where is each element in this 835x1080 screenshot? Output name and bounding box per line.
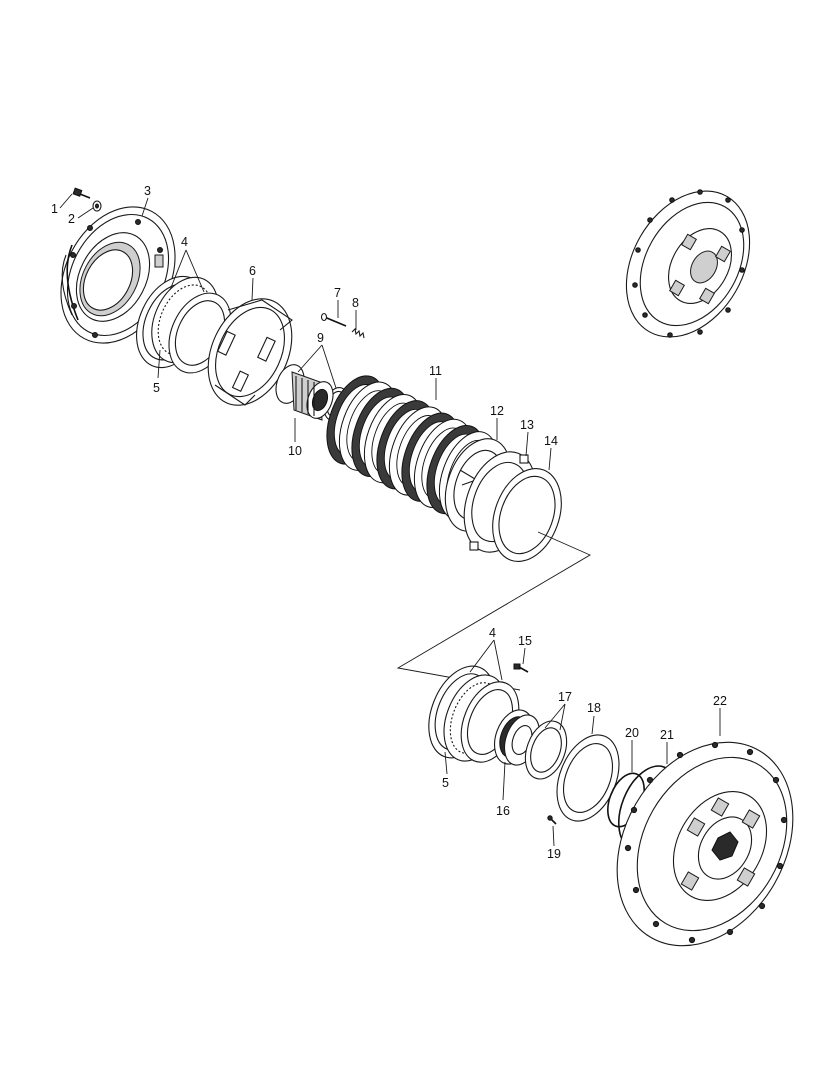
callout-13: 13 — [520, 418, 534, 432]
callout-21: 21 — [660, 728, 674, 742]
bolt-part-1 — [72, 187, 91, 199]
ring-part-18 — [556, 734, 620, 822]
callout-20: 20 — [625, 726, 639, 740]
callout-2: 2 — [68, 212, 75, 226]
flywheel-part-22 — [616, 741, 794, 947]
callout-9: 9 — [317, 331, 324, 345]
callout-18: 18 — [587, 701, 601, 715]
callout-16: 16 — [496, 804, 510, 818]
callout-8: 8 — [352, 296, 359, 310]
callout-10: 10 — [288, 444, 302, 458]
flywheel-upper-right — [625, 189, 751, 338]
callout-labels: 1 2 3 4 5 6 7 8 9 10 11 12 13 14 4 15 5 … — [51, 184, 727, 861]
callout-15: 15 — [518, 634, 532, 648]
callout-3: 3 — [144, 184, 151, 198]
callout-22: 22 — [713, 694, 727, 708]
leader-lines — [59, 193, 721, 847]
callout-7: 7 — [334, 286, 341, 300]
callout-19: 19 — [547, 847, 561, 861]
pin-part-7 — [320, 312, 347, 327]
housing-part-3 — [60, 206, 176, 344]
callout-17: 17 — [558, 690, 572, 704]
callout-5-lower: 5 — [442, 776, 449, 790]
ring-part-14 — [492, 468, 562, 562]
callout-12: 12 — [490, 404, 504, 418]
carrier-part-6 — [207, 298, 293, 406]
hub-part-10 — [291, 371, 334, 421]
callout-1: 1 — [51, 202, 58, 216]
callout-5-upper: 5 — [153, 381, 160, 395]
callout-4-lower: 4 — [489, 626, 496, 640]
screw-part-19 — [547, 815, 557, 825]
washer-part-2 — [92, 200, 102, 212]
callout-11: 11 — [429, 364, 442, 378]
bearing-rings-part-4-lower — [428, 665, 520, 763]
rings-part-17 — [524, 720, 568, 780]
connection-line — [396, 531, 591, 691]
callout-6: 6 — [249, 264, 256, 278]
bolt-part-15 — [513, 663, 529, 673]
spring-part-8 — [351, 327, 365, 339]
callout-4-upper: 4 — [181, 235, 188, 249]
callout-14: 14 — [544, 434, 558, 448]
